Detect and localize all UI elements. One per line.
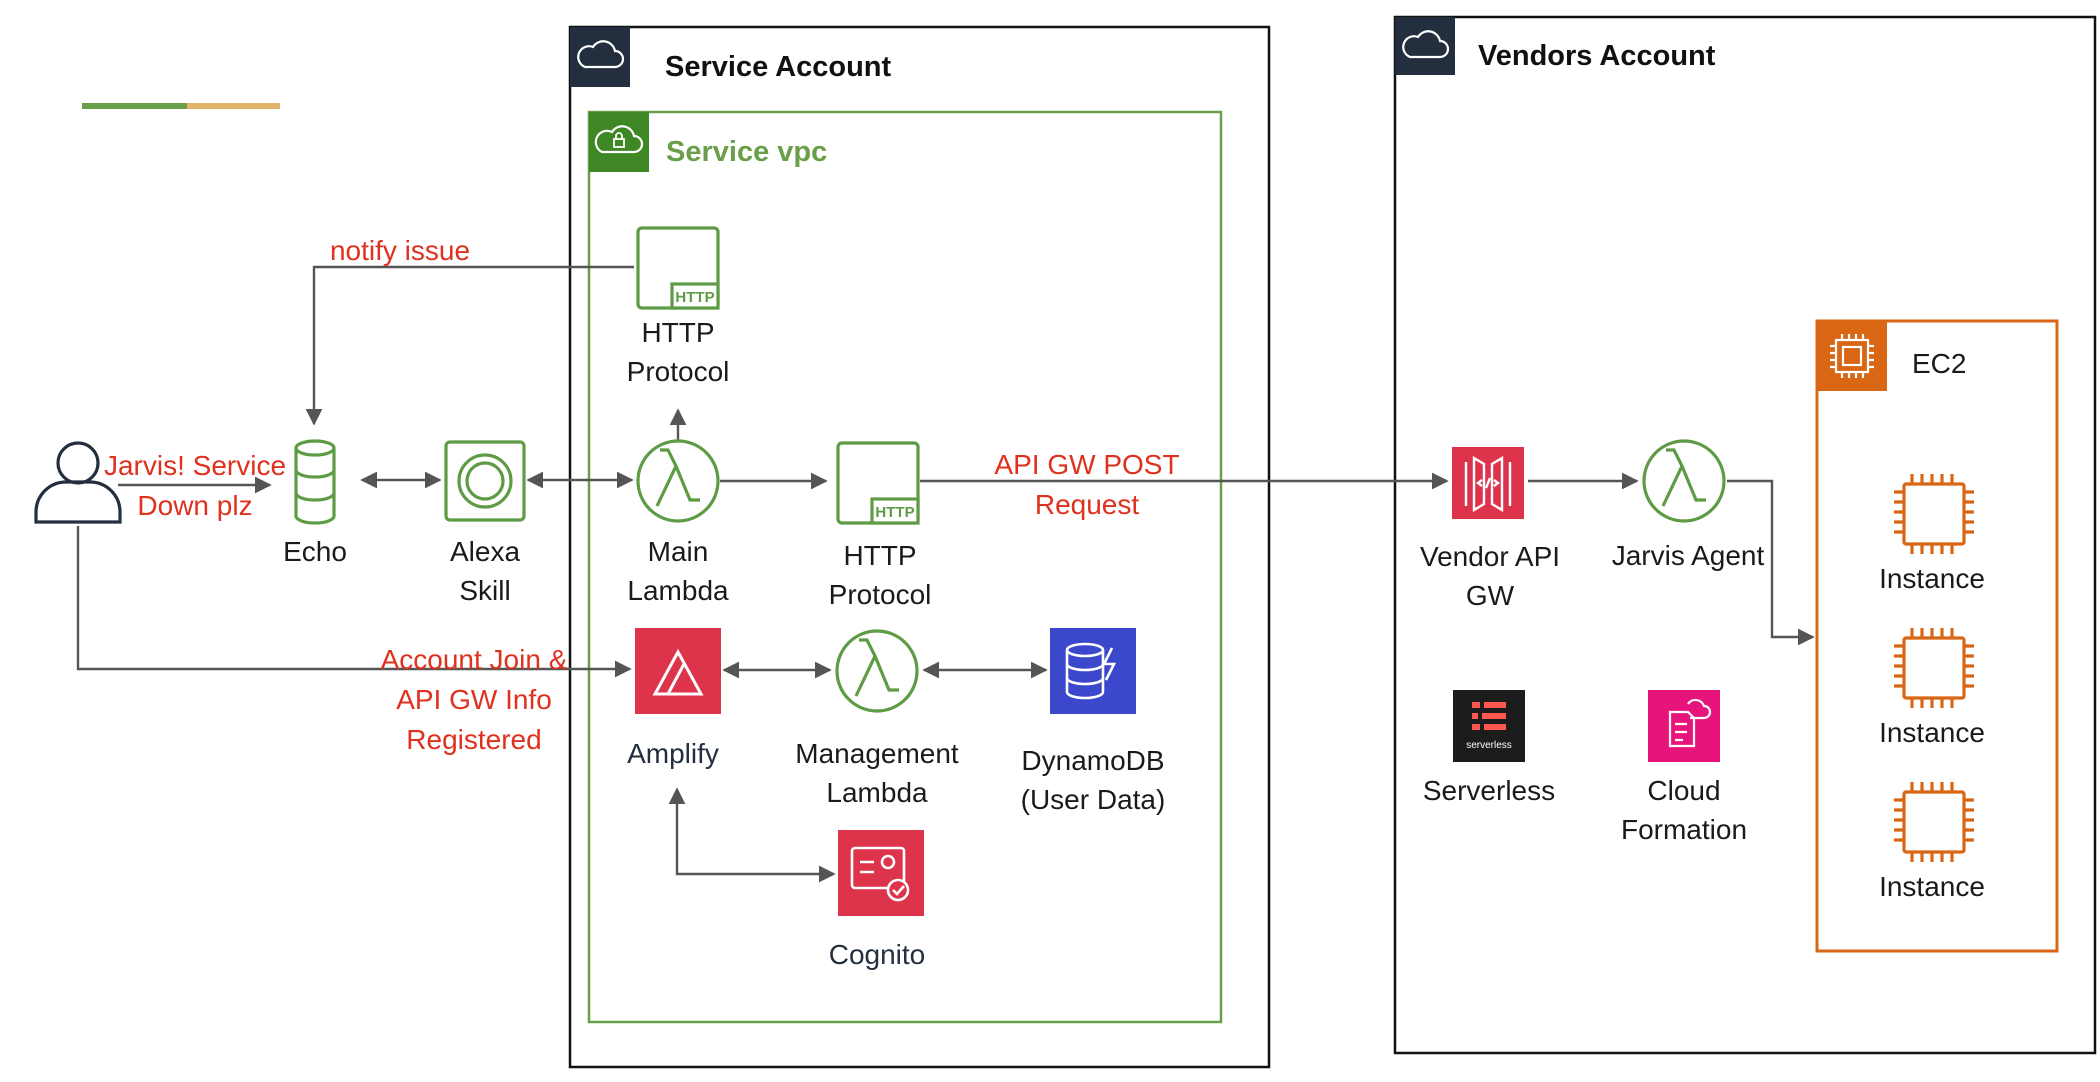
serverless-label: Serverless — [1423, 775, 1555, 806]
alexa-skill-label-2: Skill — [459, 575, 510, 606]
service-vpc-container: Service vpc — [587, 110, 1223, 1024]
dynamodb-node: DynamoDB (User Data) — [1021, 628, 1166, 815]
instance-chip-icon — [1894, 474, 1974, 554]
http-protocol-mid-node: HTTP HTTP Protocol — [829, 441, 932, 610]
amplify-icon — [635, 628, 721, 714]
management-lambda-label-2: Lambda — [826, 777, 928, 808]
instance-node: Instance — [1879, 782, 1985, 902]
service-account-title: Service Account — [665, 51, 892, 83]
alexa-skill-node: Alexa Skill — [444, 440, 526, 606]
cloudformation-node: Cloud Formation — [1621, 690, 1747, 845]
account-join-label-3: Registered — [406, 724, 541, 755]
lambda-icon — [636, 439, 720, 523]
alexa-icon — [444, 440, 526, 522]
cloudformation-icon — [1648, 690, 1720, 762]
main-lambda-label-1: Main — [648, 536, 709, 567]
alexa-skill-label-1: Alexa — [450, 536, 520, 567]
edge-amplify-cognito — [668, 787, 836, 883]
dynamodb-label-1: DynamoDB — [1021, 745, 1164, 776]
service-account-container: Service Account — [568, 25, 1271, 1069]
jarvis-request-label-1: Jarvis! Service — [104, 450, 286, 481]
main-lambda-label-2: Lambda — [627, 575, 729, 606]
amplify-label: Amplify — [627, 738, 719, 769]
vendors-account-container: Vendors Account — [1393, 15, 2097, 1055]
edge-jarvis-ec2 — [1727, 479, 1815, 646]
instance-label-2: Instance — [1879, 717, 1985, 748]
http-icon — [836, 441, 920, 525]
echo-node: Echo — [283, 439, 347, 567]
api-gw-post-label-1: API GW POST — [994, 449, 1179, 480]
vendors-account-title: Vendors Account — [1478, 40, 1716, 72]
management-lambda-node: Management Lambda — [795, 629, 959, 808]
instance-label-3: Instance — [1879, 871, 1985, 902]
ec2-title: EC2 — [1912, 348, 1966, 379]
instance-chip-icon — [1894, 628, 1974, 708]
notify-issue-label: notify issue — [330, 235, 470, 266]
edges — [76, 265, 1815, 883]
account-join-label-2: API GW Info — [396, 684, 552, 715]
dynamodb-label-2: (User Data) — [1021, 784, 1166, 815]
user-icon — [34, 441, 122, 524]
instance-node: Instance — [1879, 628, 1985, 748]
chip-icon — [1830, 334, 1874, 378]
dynamodb-icon — [1050, 628, 1136, 714]
vendor-api-gw-label-1: Vendor API — [1420, 541, 1560, 572]
jarvis-agent-node: Jarvis Agent — [1612, 439, 1765, 571]
vpc-lock-cloud-icon — [594, 125, 644, 154]
vendor-api-gw-label-2: GW — [1466, 580, 1515, 611]
serverless-node: serverless Serverless — [1423, 690, 1555, 806]
ec2-container: EC2 — [1815, 319, 2059, 953]
instance-node: Instance — [1879, 474, 1985, 594]
lambda-icon — [1642, 439, 1726, 523]
http-mid-label-2: Protocol — [829, 579, 932, 610]
cloudformation-label-1: Cloud — [1647, 775, 1720, 806]
edge-user-amplify — [76, 526, 632, 678]
serverless-logo-text: serverless — [1466, 740, 1512, 751]
http-badge-text: HTTP — [675, 289, 714, 306]
http-mid-label-1: HTTP — [843, 540, 916, 571]
account-join-label-1: Account Join & — [381, 644, 568, 675]
cloud-icon — [1402, 30, 1450, 59]
http-icon — [636, 226, 720, 310]
management-lambda-label-1: Management — [795, 738, 959, 769]
main-lambda-node: Main Lambda — [627, 439, 729, 606]
cloud-icon — [577, 40, 625, 69]
vendor-api-gw-node: Vendor API GW — [1420, 447, 1560, 611]
http-top-label-2: Protocol — [627, 356, 730, 387]
jarvis-agent-label: Jarvis Agent — [1612, 540, 1765, 571]
cognito-node: Cognito — [829, 830, 926, 970]
edge-notify-issue — [305, 265, 634, 426]
lambda-icon — [835, 629, 919, 713]
http-top-label-1: HTTP — [641, 317, 714, 348]
api-gw-post-label-2: Request — [1035, 489, 1140, 520]
jarvis-request-label-2: Down plz — [137, 490, 252, 521]
http-protocol-top-node: HTTP HTTP Protocol — [627, 226, 730, 387]
amplify-node: Amplify — [627, 628, 721, 769]
instance-chip-icon — [1894, 782, 1974, 862]
echo-device-icon — [294, 439, 336, 525]
cloudformation-label-2: Formation — [1621, 814, 1747, 845]
decorative-color-bar — [82, 103, 280, 109]
instance-label-1: Instance — [1879, 563, 1985, 594]
service-vpc-title: Service vpc — [666, 136, 827, 168]
http-badge-text: HTTP — [875, 504, 914, 521]
cognito-label: Cognito — [829, 939, 926, 970]
echo-label: Echo — [283, 536, 347, 567]
